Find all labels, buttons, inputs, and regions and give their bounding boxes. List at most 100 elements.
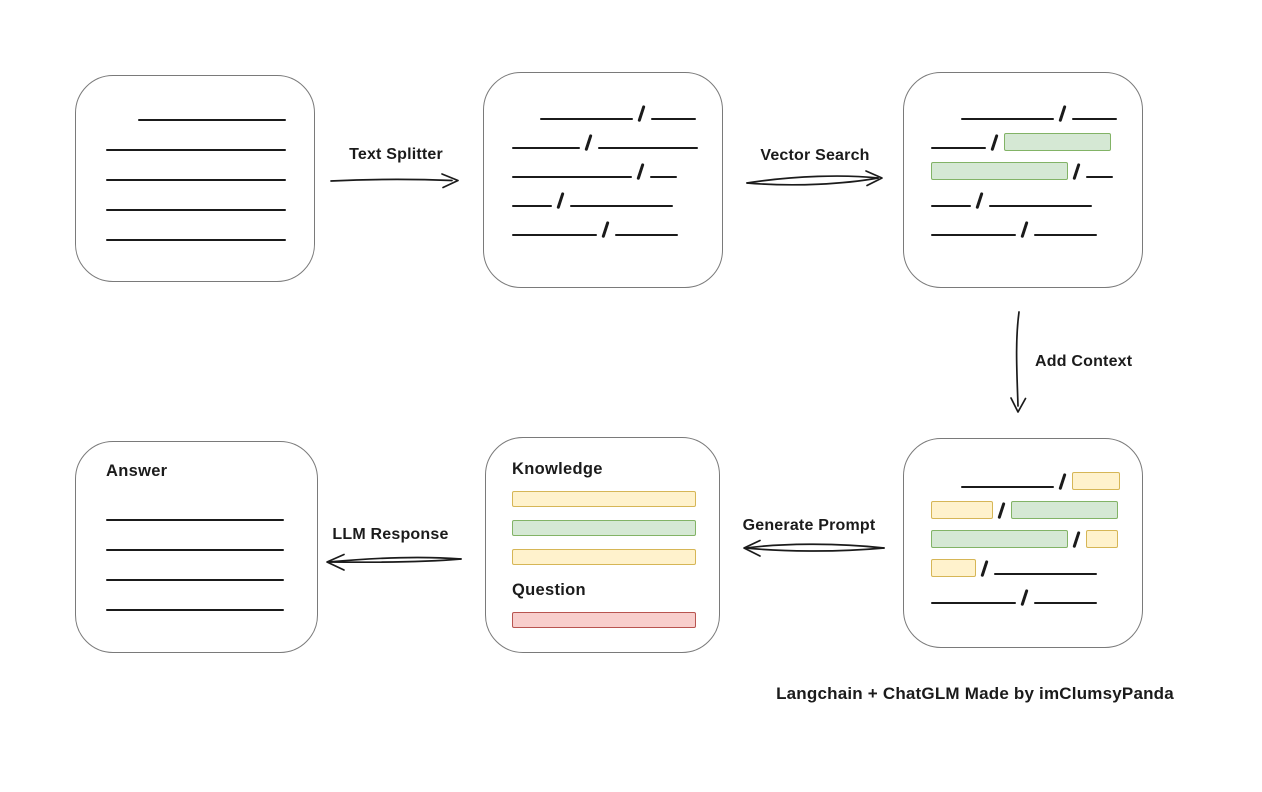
slash-separator [637,105,646,122]
text-splitter-arrow [330,173,459,189]
text-line [1033,602,1097,604]
text-line [138,119,286,121]
slash-separator [975,192,984,209]
text-line [512,205,552,207]
slash-separator [1058,105,1067,122]
chunk-row [931,132,1142,151]
vector-search-result-box [903,72,1143,288]
green-highlight-bar [931,530,1068,548]
chunk-row [931,219,1142,238]
prompt-box: Knowledge Question [485,437,720,653]
vector-search-arrow [746,170,883,187]
chunk-row [931,558,1142,577]
yellow-highlight-bar [512,491,696,507]
red-highlight-bar [512,612,696,628]
question-bars [512,612,719,628]
chunk-row [512,132,722,151]
text-line [569,205,673,207]
text-line [106,579,284,581]
arrow-label-generate-prompt: Generate Prompt [742,517,876,534]
yellow-highlight-bar [1071,472,1120,490]
green-highlight-bar [1010,501,1118,519]
answer-label: Answer [106,462,168,480]
question-label: Question [512,581,586,599]
slash-separator [1058,473,1067,490]
text-line [1071,118,1117,120]
text-line [931,147,986,149]
slash-separator [1020,221,1029,238]
slash-separator [990,134,999,151]
knowledge-label: Knowledge [512,460,603,478]
arrow-label-vector-search: Vector Search [760,147,870,164]
chunk-row [931,529,1142,548]
text-line [597,147,698,149]
add-context-arrow [1010,311,1027,413]
text-line [106,149,286,151]
text-line [106,609,284,611]
green-highlight-bar [1003,133,1111,151]
text-line [1085,176,1113,178]
llm-response-arrow [326,553,462,571]
text-line [650,118,696,120]
slash-separator [1072,163,1081,180]
slash-separator [1072,531,1081,548]
text-line [106,209,286,211]
arrow-label-text-splitter: Text Splitter [349,146,443,163]
document-text-lines [106,119,314,241]
chunk-rows [512,103,722,238]
text-line [106,519,284,521]
chunk-row [931,500,1142,519]
chunk-row [512,161,722,180]
chunk-row [512,103,722,122]
slash-separator [584,134,593,151]
source-document-box [75,75,315,282]
yellow-highlight-bar [1085,530,1118,548]
green-highlight-bar [931,162,1068,180]
text-line [106,549,284,551]
chunk-row [931,103,1142,122]
chunk-row [512,190,722,209]
chunk-row [931,471,1142,490]
credit-text: Langchain + ChatGLM Made by imClumsyPand… [776,684,1174,703]
generate-prompt-arrow [743,539,885,557]
text-line [106,239,286,241]
text-line [993,573,1097,575]
chunk-row [931,161,1142,180]
text-line [931,205,971,207]
chunk-row [931,587,1142,606]
chunk-row [931,190,1142,209]
green-highlight-bar [512,520,696,536]
text-line [988,205,1092,207]
slash-separator [556,192,565,209]
text-line [931,234,1016,236]
text-line [512,176,632,178]
slash-separator [601,221,610,238]
slash-separator [997,502,1006,519]
knowledge-bars [512,491,719,565]
context-box [903,438,1143,648]
answer-box: Answer [75,441,318,653]
slash-separator [1020,589,1029,606]
chunk-row [512,219,722,238]
arrow-label-llm-response: LLM Response [332,526,449,543]
arrow-label-add-context: Add Context [1035,353,1133,370]
search-result-rows [931,103,1142,238]
yellow-highlight-bar [931,501,993,519]
yellow-highlight-bar [931,559,976,577]
text-line [614,234,678,236]
text-line [512,147,580,149]
text-line [961,486,1054,488]
text-line [649,176,677,178]
text-line [106,179,286,181]
slash-separator [980,560,989,577]
text-line [1033,234,1097,236]
text-line [540,118,633,120]
yellow-highlight-bar [512,549,696,565]
text-line [512,234,597,236]
split-chunks-box [483,72,723,288]
text-line [961,118,1054,120]
answer-text-lines [106,519,317,611]
text-line [931,602,1016,604]
context-rows [931,471,1142,606]
